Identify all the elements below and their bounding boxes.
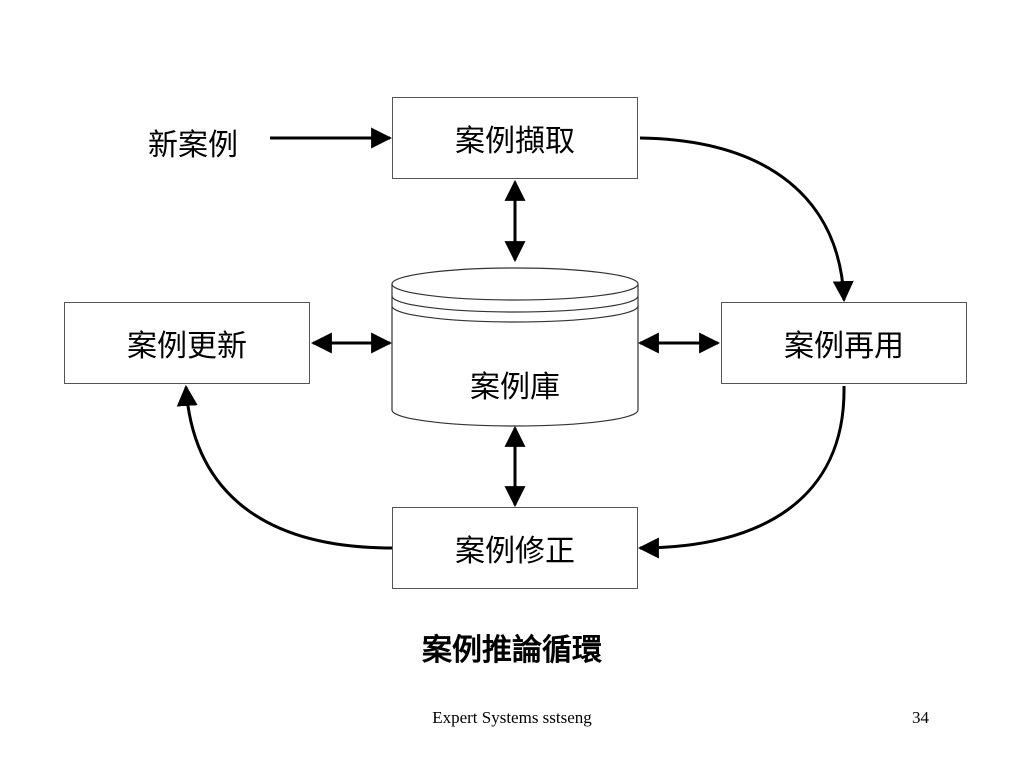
reuse-label: 案例再用 <box>784 329 904 364</box>
retain-label: 案例更新 <box>127 329 247 364</box>
footer-title: Expert Systems sstseng <box>432 708 592 727</box>
new-case-label: 新案例 <box>148 128 238 163</box>
case-base-label: 案例庫 <box>470 370 560 405</box>
retain-box: 案例更新 <box>64 302 310 384</box>
retrieve-box: 案例擷取 <box>392 97 638 179</box>
arrow-reuse-to-revise <box>637 385 846 559</box>
case-base-cylinder <box>391 267 639 427</box>
retrieve-label: 案例擷取 <box>455 124 575 159</box>
diagram-caption: 案例推論循環 <box>422 633 602 668</box>
page-number: 34 <box>912 708 929 727</box>
revise-label: 案例修正 <box>455 534 575 569</box>
arrow-revise-to-retain <box>176 384 393 550</box>
revise-box: 案例修正 <box>392 507 638 589</box>
reuse-box: 案例再用 <box>721 302 967 384</box>
arrow-retrieve-to-reuse <box>639 136 854 303</box>
